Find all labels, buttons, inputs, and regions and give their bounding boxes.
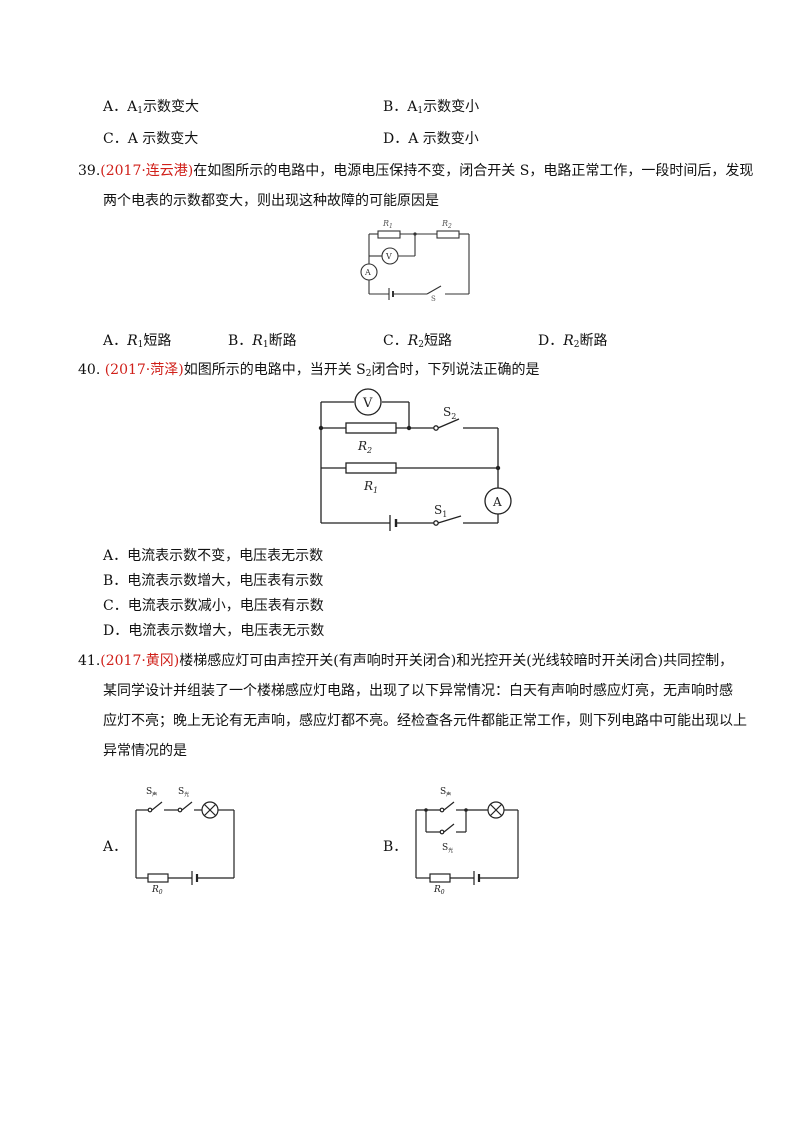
q38-option-b: B．A1示数变小 xyxy=(383,99,480,116)
q40-source: (2017·菏泽) xyxy=(104,362,184,378)
q40-option-b: B．电流表示数增大，电压表有示数 xyxy=(103,573,324,589)
q41a-resistor-r0 xyxy=(147,873,169,883)
q41-circuit-b: S声 S光 R0 xyxy=(415,787,519,896)
q40-option-c: C．电流表示数减小，电压表有示数 xyxy=(103,598,324,614)
q39-option-c: C．R2短路 xyxy=(383,333,452,350)
q40-option-a: A．电流表示数不变，电压表无示数 xyxy=(103,548,324,564)
q38-option-a: A．A1示数变大 xyxy=(103,99,199,116)
q38-option-d: D．A 示数变小 xyxy=(383,131,479,147)
svg-text:R2: R2 xyxy=(441,219,452,230)
q41-stem-line1: 41.(2017·黄冈)楼梯感应灯可由声控开关(有声响时开关闭合)和光控开关(光… xyxy=(78,653,734,669)
svg-text:S光: S光 xyxy=(178,787,189,798)
q41-stem-line2: 某同学设计并组装了一个楼梯感应灯电路，出现了以下异常情况：白天有声响时感应灯亮，… xyxy=(103,683,733,699)
q41a-switch-sound xyxy=(151,801,163,811)
svg-text:S声: S声 xyxy=(440,787,451,798)
q38-option-c: C．A 示数变大 xyxy=(103,131,199,147)
q39-resistor-r2 xyxy=(436,230,460,239)
q39-circuit-diagram: R1 R2 V A S xyxy=(360,219,470,303)
svg-text:R0: R0 xyxy=(151,885,163,896)
q41-option-a-label: A． xyxy=(103,839,128,855)
q41a-switch-light xyxy=(181,801,193,811)
q40-stem: 40. (2017·菏泽)如图所示的电路中，当开关 S2闭合时，下列说法正确的是 xyxy=(78,362,540,379)
svg-text:R0: R0 xyxy=(433,885,445,896)
q40-resistor-r2 xyxy=(345,422,397,434)
q41b-resistor-r0 xyxy=(429,873,451,883)
svg-text:R1: R1 xyxy=(382,219,393,230)
svg-text:S光: S光 xyxy=(442,843,453,854)
svg-text:R1: R1 xyxy=(363,479,378,495)
q41b-switch-light xyxy=(443,823,455,833)
q39-resistor-r1 xyxy=(377,230,401,239)
q39-option-d: D．R2断路 xyxy=(538,333,608,350)
q40-switch-s2 xyxy=(437,418,460,429)
svg-text:S声: S声 xyxy=(146,787,157,798)
q41-source: (2017·黄冈) xyxy=(100,653,180,669)
svg-text:A: A xyxy=(492,495,502,509)
q40-voltmeter xyxy=(354,388,382,416)
q39-switch xyxy=(426,285,442,295)
svg-text:V: V xyxy=(362,396,373,411)
q41b-switch-sound xyxy=(443,801,455,811)
q41-circuit-a: S声 S光 R0 xyxy=(135,787,235,896)
svg-text:S: S xyxy=(431,295,436,303)
q40-resistor-r1 xyxy=(345,462,397,474)
q39-option-b: B．R1断路 xyxy=(228,333,297,350)
svg-text:A: A xyxy=(364,268,371,277)
svg-text:V: V xyxy=(385,252,392,261)
q41-stem-line4: 异常情况的是 xyxy=(103,743,187,759)
q40-switch-s1 xyxy=(437,515,462,524)
q40-circuit-diagram: V A S2 R2 R1 S1 xyxy=(318,388,512,531)
q40-option-d: D．电流表示数增大，电压表无示数 xyxy=(103,623,325,639)
svg-text:R2: R2 xyxy=(357,439,372,455)
svg-text:S2: S2 xyxy=(443,405,456,421)
q39-stem-line2: 两个电表的示数都变大，则出现这种故障的可能原因是 xyxy=(103,193,439,209)
q41-stem-line3: 应灯不亮；晚上无论有无声响，感应灯都不亮。经检查各元件都能正常工作，则下列电路中… xyxy=(103,713,747,729)
q39-stem-line1: 39.(2017·连云港)在如图所示的电路中，电源电压保持不变，闭合开关 S，电… xyxy=(78,163,754,179)
q39-source: (2017·连云港) xyxy=(100,163,194,179)
svg-text:S1: S1 xyxy=(434,503,447,519)
q39-option-a: A．R1短路 xyxy=(103,333,172,350)
q41-option-b-label: B． xyxy=(383,839,408,855)
